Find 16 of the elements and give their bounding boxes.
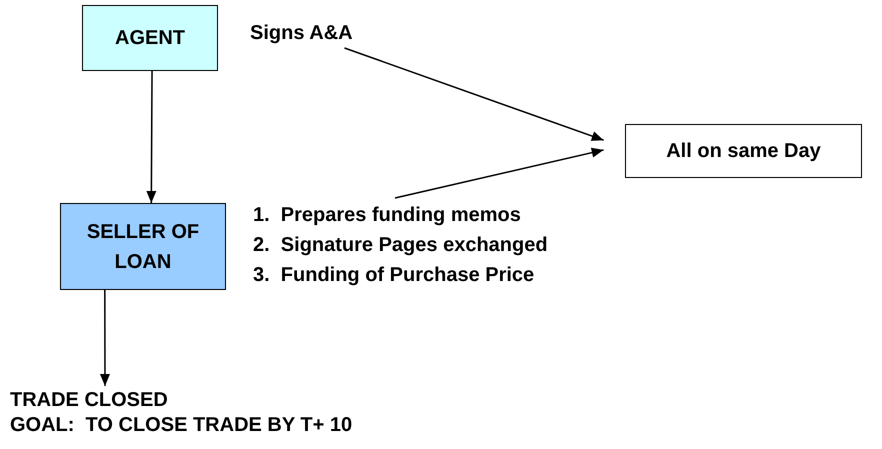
box-label: AGENT xyxy=(115,26,185,51)
outcome-text: TRADE CLOSED xyxy=(10,388,169,413)
step-list: 3. Funding of Purchase Price xyxy=(253,260,653,290)
step-list: 2. Signature Pages exchanged xyxy=(253,230,653,260)
step-list: 1. Prepares funding memos xyxy=(253,200,653,230)
goal-note: GOAL: TO CLOSE TRADE BY T+ 10 xyxy=(10,414,352,437)
box-label: All on same Day xyxy=(666,139,821,164)
arrow xyxy=(394,148,604,199)
arrow xyxy=(146,71,156,203)
arrow xyxy=(344,47,604,141)
process-box xyxy=(82,5,218,71)
note-text: Signs A&A xyxy=(250,21,354,46)
box-label: SELLER OF LOAN xyxy=(86,220,200,274)
arrow xyxy=(100,290,110,386)
process-box xyxy=(625,124,862,178)
process-box xyxy=(60,203,226,290)
